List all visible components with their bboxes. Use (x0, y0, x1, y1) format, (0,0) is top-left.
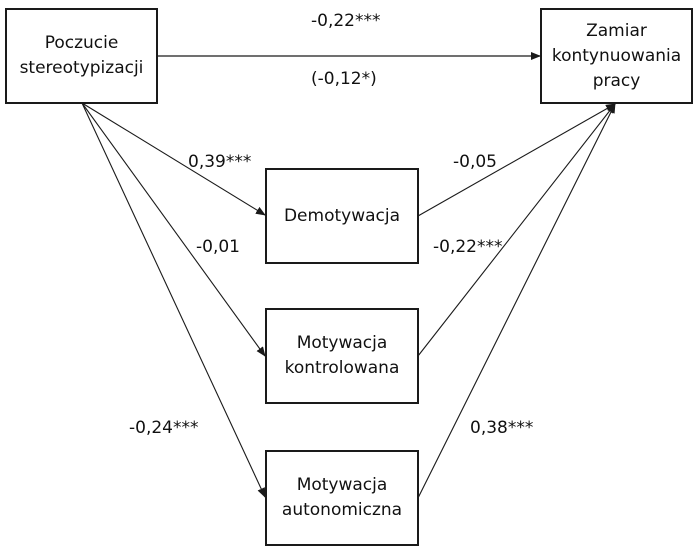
node-label-line: autonomiczna (281, 500, 403, 520)
node-label-line: pracy (592, 70, 641, 91)
edge-label-direct-effect-controlled: (-0,12*) (311, 69, 377, 89)
edge-poczucie-motywacja-autonomiczna (81, 102, 266, 498)
node-zamiar-kontynuowania-pracy: Zamiar kontynuowania pracy (540, 8, 693, 104)
node-label-line: kontrolowana (284, 358, 400, 378)
node-label-line: Poczucie (44, 33, 119, 53)
node-motywacja-kontrolowana: Motywacja kontrolowana (265, 308, 419, 404)
node-label-line: stereotypizacji (19, 58, 144, 78)
node-label-line: Motywacja (296, 333, 388, 353)
edge-label-direct-effect: -0,22*** (311, 11, 381, 31)
edge-label-motywacja-autonomiczna-zamiar: 0,38*** (470, 418, 534, 438)
edge-poczucie-demotywacja (81, 102, 266, 216)
edge-motywacja-kontrolowana-zamiar (417, 103, 616, 357)
node-motywacja-autonomiczna: Motywacja autonomiczna (265, 450, 419, 546)
node-label-line: kontynuowania (551, 45, 682, 66)
node-label-line: Demotywacja (283, 205, 401, 226)
edge-label-poczucie-motywacja-kontrolowana: -0,01 (196, 237, 240, 257)
edge-label-poczucie-motywacja-autonomiczna: -0,24*** (129, 418, 199, 438)
edge-label-demotywacja-zamiar: -0,05 (453, 152, 497, 172)
edge-motywacja-autonomiczna-zamiar (417, 103, 616, 499)
node-poczucie-stereotypizacji: Poczucie stereotypizacji (5, 8, 158, 104)
edge-demotywacja-zamiar (417, 103, 616, 217)
node-label-line: Motywacja (296, 475, 388, 495)
node-demotywacja: Demotywacja (265, 168, 419, 264)
edge-label-motywacja-kontrolowana-zamiar: -0,22*** (433, 237, 503, 257)
edge-label-poczucie-demotywacja: 0,39*** (188, 152, 252, 172)
node-label-line: Zamiar (586, 20, 647, 41)
edge-poczucie-motywacja-kontrolowana (81, 102, 266, 357)
